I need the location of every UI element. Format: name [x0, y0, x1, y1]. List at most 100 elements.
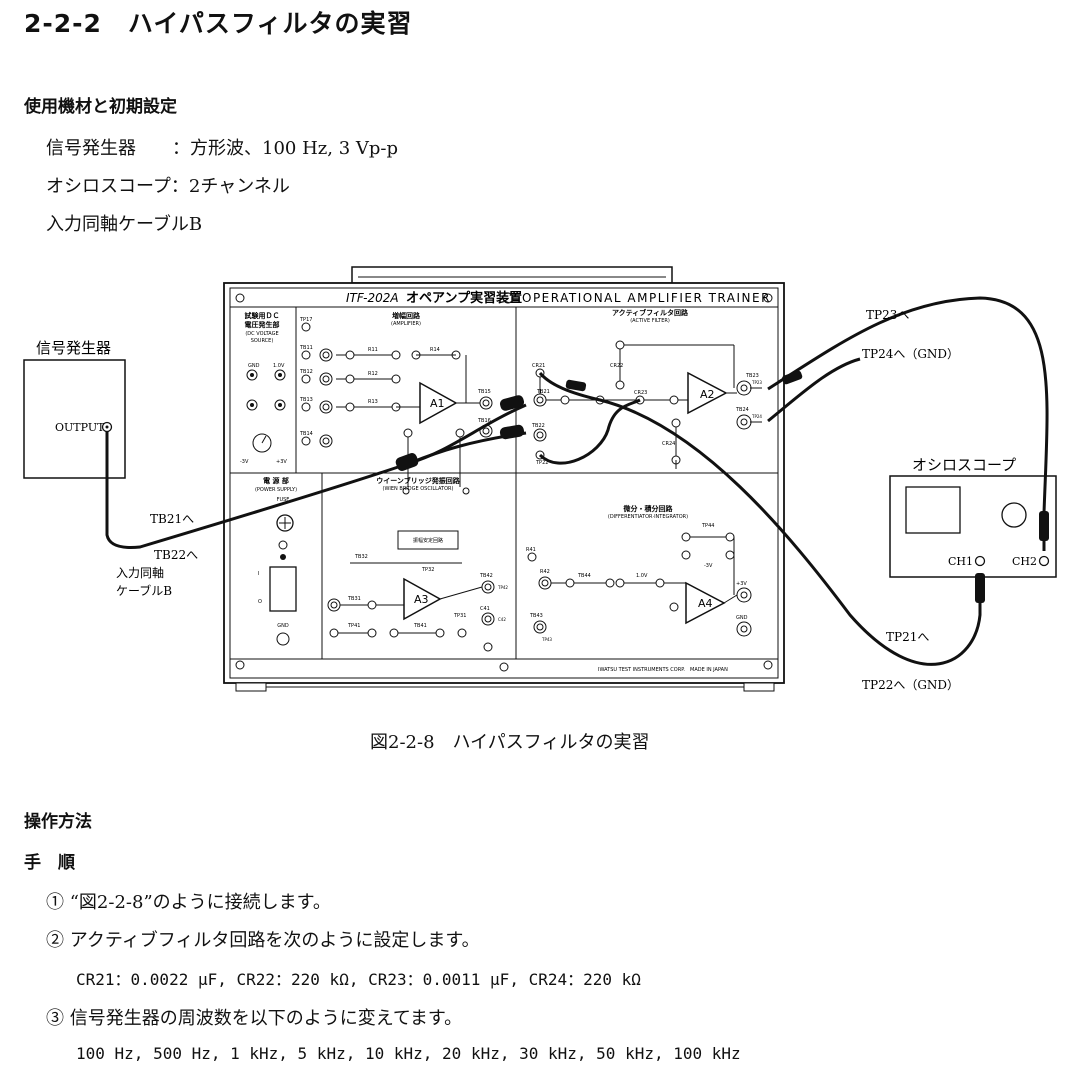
svg-text:TP41: TP41	[347, 623, 360, 629]
svg-text:TP23: TP23	[751, 380, 762, 385]
svg-text:TB44: TB44	[577, 573, 591, 579]
svg-text:R12: R12	[368, 371, 378, 377]
svg-text:R42: R42	[540, 569, 550, 575]
equipment-label: オシロスコープ：	[46, 176, 189, 197]
trainer-handle	[351, 266, 673, 284]
svg-text:A3: A3	[414, 593, 429, 606]
svg-text:TB14: TB14	[299, 431, 313, 437]
svg-text:TB22: TB22	[531, 423, 545, 429]
equipment-label: 信号発生器 ：	[46, 138, 190, 159]
trainer-name-jp: オペアンプ実習装置	[406, 290, 522, 306]
svg-text:TP31: TP31	[453, 613, 466, 619]
svg-text:振幅安定回路: 振幅安定回路	[413, 537, 443, 544]
svg-text:増幅回路: 増幅回路	[392, 311, 421, 320]
svg-text:1.0V: 1.0V	[636, 573, 648, 579]
svg-text:R13: R13	[368, 399, 378, 405]
svg-text:電 源 部: 電 源 部	[263, 476, 289, 485]
svg-text:GND: GND	[248, 363, 260, 369]
filter-settings: CR21：0.0022 μF, CR22：220 kΩ, CR23：0.0011…	[76, 970, 641, 989]
label-coax-b: ケーブルB	[116, 583, 172, 598]
svg-text:-3V: -3V	[240, 459, 249, 465]
svg-text:TP17: TP17	[299, 317, 312, 323]
label-tp21: TP21へ	[886, 630, 929, 644]
equipment-item-oscilloscope: オシロスコープ：2チャンネル	[46, 172, 290, 198]
maker-label: IWATSU TEST INSTRUMENTS CORP. MADE IN JA…	[598, 667, 728, 673]
svg-text:TB42: TB42	[479, 573, 493, 579]
signal-generator-title: 信号発生器	[36, 339, 111, 357]
label-tb22: TB22へ	[154, 548, 198, 562]
svg-text:O: O	[258, 599, 262, 605]
procedure-heading: 手 順	[24, 853, 75, 873]
svg-text:TB41: TB41	[413, 623, 427, 629]
signal-generator: 信号発生器 OUTPUT	[23, 339, 126, 479]
svg-text:R41: R41	[526, 547, 536, 553]
label-tp22: TP22へ（GND）	[862, 678, 959, 692]
svg-text:FUSE: FUSE	[277, 497, 290, 503]
svg-text:試験用ＤＣ: 試験用ＤＣ	[245, 311, 280, 320]
step-3: ③ 信号発生器の周波数を以下のように変えてます。	[46, 1008, 463, 1029]
svg-text:TP32: TP32	[421, 567, 434, 573]
svg-text:TB23: TB23	[745, 373, 759, 379]
svg-text:TB12: TB12	[299, 369, 313, 375]
oscilloscope: オシロスコープ CH1 CH2	[889, 456, 1057, 578]
svg-text:CR23: CR23	[634, 390, 647, 396]
svg-text:TB32: TB32	[354, 554, 368, 560]
svg-text:TP24: TP24	[751, 414, 762, 419]
svg-text:(WIEN BRIDGE OSCILLATOR): (WIEN BRIDGE OSCILLATOR)	[383, 486, 454, 492]
svg-text:I: I	[258, 571, 259, 577]
equipment-label: 入力同軸ケーブルB	[46, 214, 203, 235]
svg-text:+3V: +3V	[736, 581, 747, 587]
trainer-panel: ITF-202A オペアンプ実習装置 OPERATIONAL AMPLIFIER…	[223, 282, 785, 692]
equipment-value: 2チャンネル	[188, 176, 290, 197]
equipment-heading: 使用機材と初期設定	[24, 97, 177, 117]
equipment-item-signal-generator: 信号発生器 ：方形波、100 Hz, 3 Vp-p	[46, 134, 398, 160]
operation-heading: 操作方法	[24, 812, 92, 832]
svg-text:SOURCE): SOURCE)	[251, 338, 274, 344]
svg-text:(DC VOLTAGE: (DC VOLTAGE	[245, 331, 278, 337]
svg-text:アクティブフィルタ回路: アクティブフィルタ回路	[612, 308, 689, 317]
ch1-label: CH1	[948, 555, 973, 568]
svg-text:TB31: TB31	[347, 596, 361, 602]
svg-text:TP44: TP44	[701, 523, 714, 529]
svg-text:TB11: TB11	[299, 345, 313, 351]
svg-text:(ACTIVE FILTER): (ACTIVE FILTER)	[630, 318, 670, 324]
cable-connectors	[395, 370, 1049, 603]
svg-text:C41: C41	[480, 606, 490, 612]
oscilloscope-screen	[905, 486, 961, 534]
svg-text:R14: R14	[430, 347, 440, 353]
svg-text:(DIFFERENTIATOR·INTEGRATOR): (DIFFERENTIATOR·INTEGRATOR)	[608, 514, 688, 520]
svg-text:TP22: TP22	[535, 460, 548, 466]
equipment-item-cable: 入力同軸ケーブルB	[46, 210, 202, 236]
svg-text:+3V: +3V	[276, 459, 287, 465]
svg-text:1.0V: 1.0V	[273, 363, 285, 369]
cables	[105, 296, 1049, 666]
section-title: 2-2-2 ハイパスフィルタの実習	[24, 9, 413, 38]
svg-text:ウイーンブリッジ発振回路: ウイーンブリッジ発振回路	[376, 476, 460, 485]
svg-text:TB13: TB13	[299, 397, 313, 403]
svg-text:R11: R11	[368, 347, 378, 353]
svg-text:CR22: CR22	[610, 363, 623, 369]
trainer-name-en: OPERATIONAL AMPLIFIER TRAINER	[522, 291, 771, 305]
svg-text:A1: A1	[430, 397, 445, 410]
svg-text:TB43: TB43	[529, 613, 543, 619]
svg-text:GND: GND	[736, 615, 748, 621]
svg-text:TB24: TB24	[735, 407, 749, 413]
svg-text:-3V: -3V	[704, 563, 713, 569]
figure-caption: 図2-2-8 ハイパスフィルタの実習	[370, 732, 650, 753]
svg-text:A2: A2	[700, 388, 715, 401]
svg-text:TB16: TB16	[477, 418, 491, 424]
svg-text:C42: C42	[498, 617, 506, 622]
svg-text:TB15: TB15	[477, 389, 491, 395]
svg-text:電圧発生部: 電圧発生部	[245, 320, 280, 329]
label-tp24: TP24へ（GND）	[862, 347, 959, 361]
svg-text:CR21: CR21	[532, 363, 545, 369]
svg-text:GND: GND	[277, 623, 289, 629]
label-tb21: TB21へ	[150, 512, 194, 526]
svg-text:TB21: TB21	[536, 389, 550, 395]
svg-text:TP43: TP43	[541, 637, 552, 642]
label-coax: 入力同軸	[116, 566, 164, 580]
step-2: ② アクティブフィルタ回路を次のように設定します。	[46, 930, 480, 951]
trainer-model: ITF-202A	[346, 291, 399, 305]
svg-text:(POWER SUPPLY): (POWER SUPPLY)	[255, 487, 297, 493]
step-1: ① “図2-2-8”のように接続します。	[46, 892, 331, 913]
